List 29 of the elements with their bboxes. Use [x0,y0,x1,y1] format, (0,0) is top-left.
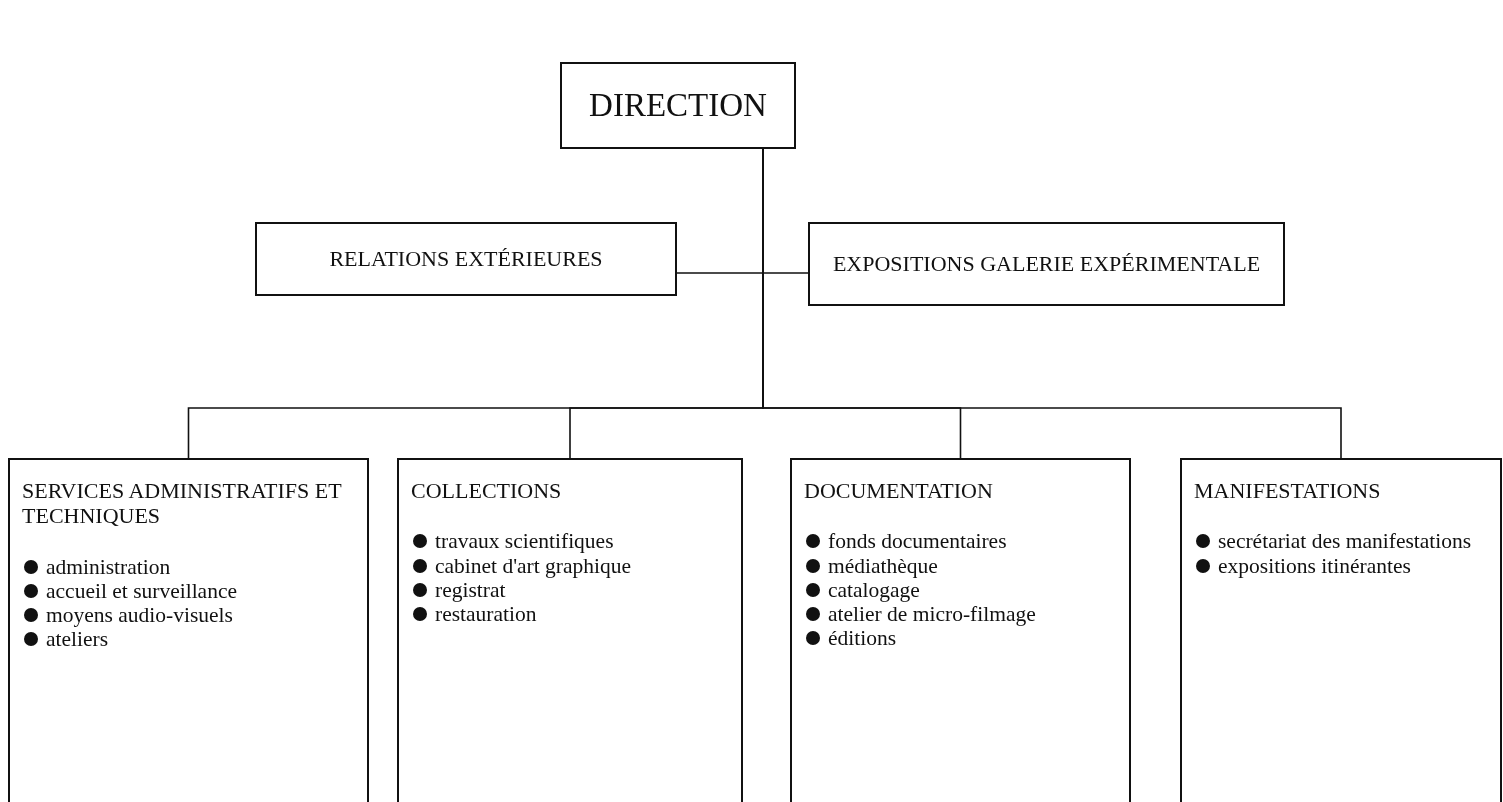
unit-box [255,222,677,296]
unit-title: DIRECTION [589,86,767,125]
list-item: expositions itinérantes [1218,553,1411,578]
department-box [8,458,369,802]
list-item: restauration [435,602,537,627]
list-item: ateliers [46,627,109,652]
unit-title: EXPOSITIONS GALERIE EXPÉRIMENTALE [832,251,1261,277]
unit-title: COLLECTIONS [411,478,563,504]
list-item: fonds documentaires [828,529,1007,554]
list-item: médiathèque [828,553,938,578]
list-item: registrat [435,577,506,603]
list-item: travaux scientifiques [435,529,614,554]
list-item: accueil et surveillance [46,578,237,604]
list-item: atelier de micro-filmage [828,602,1036,627]
list-item: catalogage [828,577,920,603]
list-item: cabinet d'art graphique [435,553,632,578]
unit-title: SERVICES ADMINISTRATIFS ET TECHNIQUES [22,478,343,529]
list-item: moyens audio-visuels [46,603,233,628]
department-box [397,458,743,802]
unit-title: DOCUMENTATION [804,478,994,504]
unit-title: RELATIONS EXTÉRIEURES [329,246,603,272]
department-box [1180,458,1502,802]
list-item: secrétariat des manifestations [1218,529,1472,554]
department-box [790,458,1131,802]
unit-box [808,222,1285,306]
unit-box [560,62,796,149]
unit-title: MANIFESTATIONS [1194,478,1382,504]
list-item: administration [46,554,171,579]
list-item: éditions [828,626,897,651]
